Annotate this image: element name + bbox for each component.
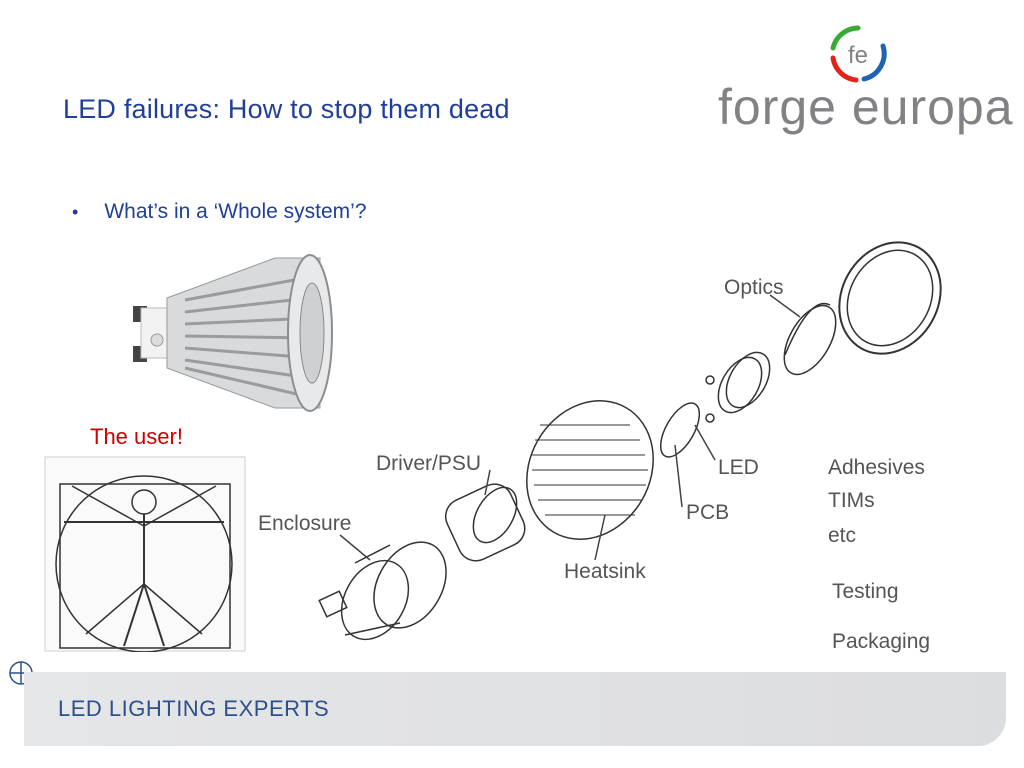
vitruvian-man-image — [44, 456, 246, 652]
label-tims: TIMs — [828, 489, 875, 513]
footer-text: LED LIGHTING EXPERTS — [58, 696, 329, 722]
slide-title: LED failures: How to stop them dead — [63, 94, 510, 125]
bullet-point: • What’s in a ‘Whole system’? — [72, 200, 367, 224]
label-optics: Optics — [724, 276, 784, 300]
label-etc: etc — [828, 524, 856, 548]
label-adhesives: Adhesives — [828, 456, 925, 480]
bullet-text: What’s in a ‘Whole system’? — [104, 200, 366, 224]
label-enclosure: Enclosure — [258, 512, 351, 536]
bullet-dot-icon: • — [72, 202, 78, 223]
label-pcb: PCB — [686, 501, 729, 525]
label-heatsink: Heatsink — [564, 560, 646, 584]
label-packaging: Packaging — [832, 630, 930, 654]
user-label: The user! — [90, 424, 183, 450]
label-led: LED — [718, 456, 759, 480]
logo-brand-text: forge europa — [718, 78, 1014, 136]
forge-europa-logo-icon: fe — [826, 22, 890, 86]
logo-mark-text: fe — [848, 42, 868, 69]
footer-bar: LED LIGHTING EXPERTS — [24, 672, 1006, 746]
label-driver-psu: Driver/PSU — [376, 452, 481, 476]
label-testing: Testing — [832, 580, 899, 604]
